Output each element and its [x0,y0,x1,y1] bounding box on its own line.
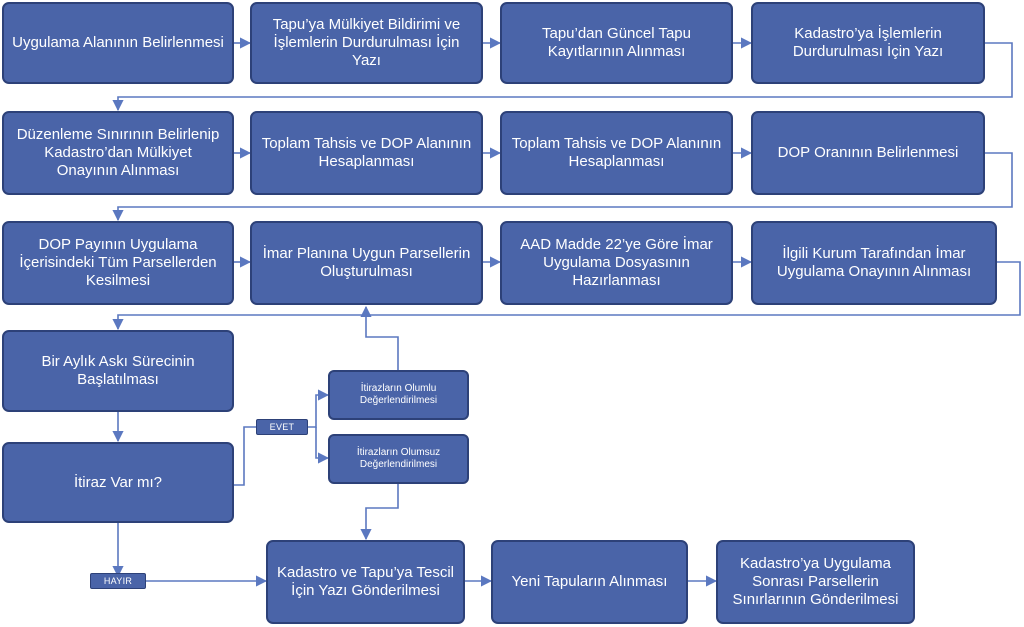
arrow-n12-n13 [112,261,1021,331]
step-tahsis-dop-1: Toplam Tahsis ve DOP Alanının Hesaplanma… [250,111,483,195]
step-dop-payi: DOP Payının Uygulama İçerisindeki Tüm Pa… [2,221,234,305]
step-tapu-bildirim: Tapu’ya Mülkiyet Bildirimi ve İşlemlerin… [250,2,483,84]
label-evet: EVET [256,419,308,435]
step-itiraz-olumsuz: İtirazların Olumsuz Değerlendirilmesi [328,434,469,484]
step-kadastro-durdurma: Kadastro’ya İşlemlerin Durdurulması İçin… [751,2,985,84]
arrow-n4-n5 [112,42,1013,112]
label-hayir: HAYIR [90,573,146,589]
step-yeni-tapular: Yeni Tapuların Alınması [491,540,688,624]
step-aski-sureci: Bir Aylık Askı Sürecinin Başlatılması [2,330,234,412]
arrow-n8-n9 [112,152,1013,222]
step-tescil-yazisi: Kadastro ve Tapu’ya Tescil İçin Yazı Gön… [266,540,465,624]
step-uygulama-alani: Uygulama Alanının Belirlenmesi [2,2,234,84]
step-tapu-kayitlari: Tapu’dan Güncel Tapu Kayıtlarının Alınma… [500,2,733,84]
step-imar-onayi: İlgili Kurum Tarafından İmar Uygulama On… [751,221,997,305]
step-parsel-olusturma: İmar Planına Uygun Parsellerin Oluşturul… [250,221,483,305]
step-tahsis-dop-2: Toplam Tahsis ve DOP Alanının Hesaplanma… [500,111,733,195]
arrow-n16-n17 [360,484,399,541]
step-dop-orani: DOP Oranının Belirlenmesi [751,111,985,195]
arrow-evet-n16 [315,427,330,464]
line-n14-evet [234,426,256,486]
arrow-n15-n10 [360,305,399,370]
step-sinir-gonderimi: Kadastro’ya Uygulama Sonrası Parsellerin… [716,540,915,624]
step-uygulama-dosyasi: AAD Madde 22’ye Göre İmar Uygulama Dosya… [500,221,733,305]
step-duzenleme-siniri: Düzenleme Sınırının Belirlenip Kadastro’… [2,111,234,195]
step-itiraz-olumlu: İtirazların Olumlu Değerlendirilmesi [328,370,469,420]
decision-itiraz: İtiraz Var mı? [2,442,234,523]
arrow-evet-n15 [308,389,330,428]
